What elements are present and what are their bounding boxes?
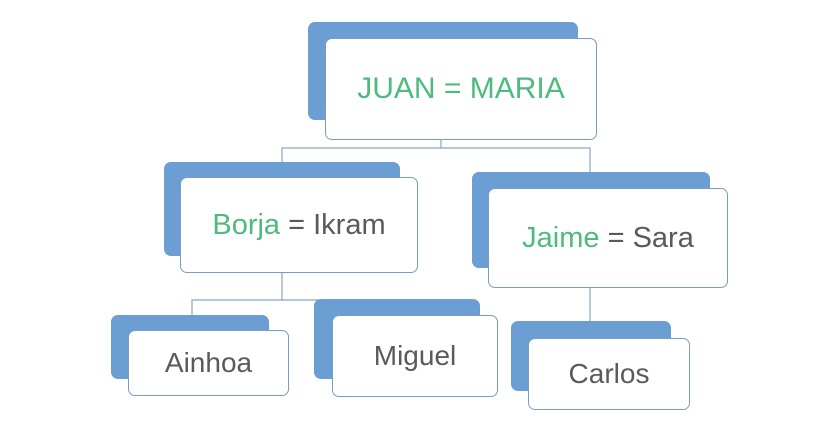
carlos-name: Carlos bbox=[568, 358, 650, 389]
miguel-name: Miguel bbox=[373, 340, 457, 371]
root-left-name: JUAN bbox=[357, 72, 436, 105]
borja-name: Borja bbox=[212, 208, 281, 241]
ainhoa-name: Ainhoa bbox=[164, 347, 253, 378]
connector-borja-to-ainhoa bbox=[191, 272, 283, 316]
jaime-name: Jaime bbox=[522, 221, 600, 254]
jaime-sara-separator: = bbox=[599, 221, 633, 254]
node-borja-ikram-box: Borja = Ikram bbox=[180, 177, 418, 273]
root-separator: = bbox=[435, 72, 470, 105]
node-root-box: JUAN = MARIA bbox=[325, 38, 597, 140]
root-right-name: MARIA bbox=[469, 72, 565, 105]
node-ainhoa-box: Ainhoa bbox=[128, 330, 289, 396]
node-miguel-box: Miguel bbox=[332, 315, 498, 397]
connector-root-to-children bbox=[281, 140, 442, 164]
node-jaime-sara-box: Jaime = Sara bbox=[488, 188, 728, 288]
sara-name: Sara bbox=[632, 221, 694, 254]
node-carlos-box: Carlos bbox=[528, 338, 690, 410]
ikram-name: Ikram bbox=[313, 208, 386, 241]
borja-ikram-separator: = bbox=[280, 208, 314, 241]
